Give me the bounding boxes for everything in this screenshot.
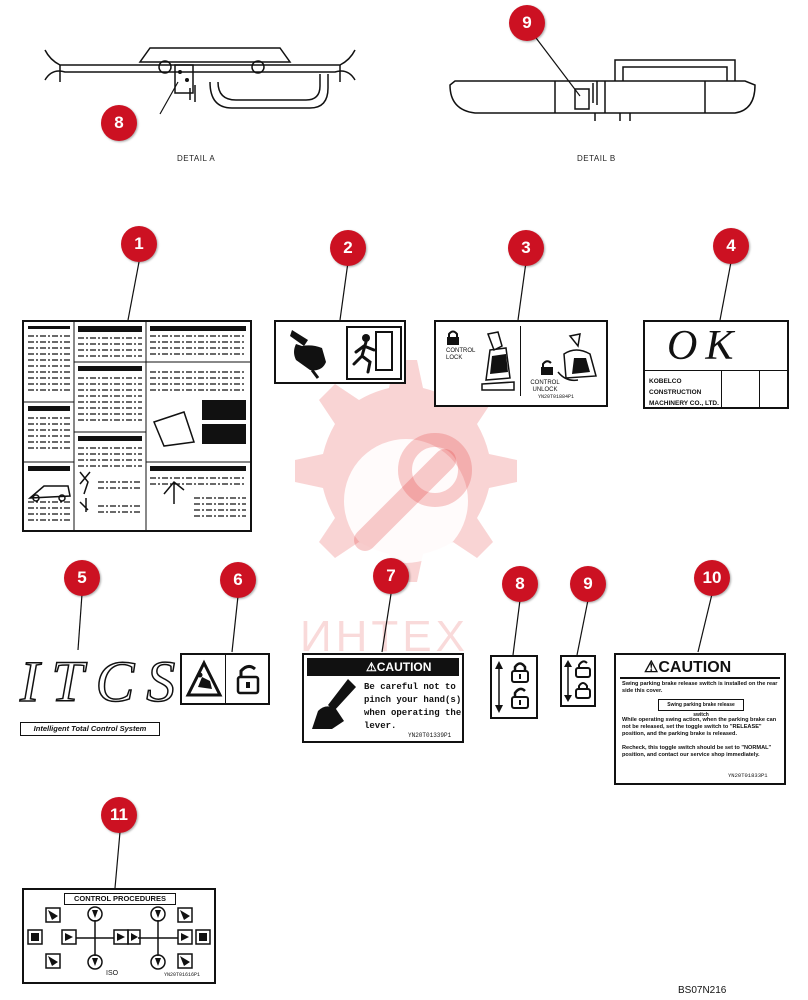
label-7-line-4: lever.: [364, 721, 397, 731]
detail-b-drawing: [449, 59, 756, 121]
control-pattern-diagram: [27, 906, 211, 970]
label-10-part-number: YN20T01833P1: [728, 772, 768, 779]
leader-9-detail-b: [529, 29, 581, 97]
lever-unlock-drawing: [557, 333, 597, 382]
exit-sign-frame: [346, 326, 402, 380]
label-2-exit-pictogram: [274, 320, 406, 384]
callout-9-detail-b: 9: [509, 5, 545, 41]
label-7-line-1: Be careful not to: [364, 682, 456, 692]
label-7-heading: ⚠CAUTION: [366, 660, 431, 674]
up-down-arrow-icon: [564, 660, 572, 702]
warning-triangle-icon: [185, 659, 223, 697]
lock-icon: [447, 330, 459, 345]
callout-6: 6: [220, 562, 256, 598]
label-6-divider: [225, 655, 226, 703]
label-10-heading-text: CAUTION: [658, 659, 732, 676]
unlock-icon: [511, 687, 529, 709]
control-unlock-text: CONTROL UNLOCK: [530, 380, 560, 393]
callout-2: 2: [330, 230, 366, 266]
unlock-icon: [236, 664, 260, 695]
label-3-divider: [520, 326, 521, 396]
callout-4: 4: [713, 228, 749, 264]
warning-triangle-icon: ⚠: [366, 660, 377, 674]
callout-10: 10: [694, 560, 730, 596]
label-10-heading: ⚠CAUTION: [644, 657, 731, 677]
label-10-caution-swing-brake: ⚠CAUTION Swing parking brake release swi…: [614, 653, 786, 785]
pinch-hand-icon: [312, 679, 356, 729]
watermark-gear-logo: [295, 360, 517, 582]
label-10-body-2: Recheck, this toggle switch should be se…: [622, 745, 772, 758]
label-1-content: [24, 322, 250, 530]
callout-5: 5: [64, 560, 100, 596]
label-3-control-lock: CONTROL LOCK CONTROL UNLOCK YN20T01884P1: [434, 320, 608, 407]
label-10-header-rule: [620, 677, 780, 679]
detail-a-drawing: [44, 47, 356, 115]
unlock-icon: [575, 660, 591, 678]
lever-lock-drawing: [481, 331, 515, 391]
label-10-inner-box: Swing parking brake release switch: [658, 699, 744, 718]
label-7-part-number: YN20T01339P1: [408, 732, 452, 739]
label-4-logo: OK: [667, 323, 742, 369]
label-6-hazard-decal: [180, 653, 270, 705]
label-4-divider-h: [645, 370, 787, 371]
label-9-lock-indicator: [560, 655, 596, 707]
figure-id: BS07N216: [678, 985, 727, 996]
callout-7: 7: [373, 558, 409, 594]
label-11-part-number: YN20T01616P1: [164, 972, 201, 978]
label-11-code: ISO: [106, 970, 119, 977]
label-3-part-number: YN20T01884P1: [538, 394, 575, 400]
lock-icon: [511, 662, 529, 683]
running-exit-icon: [352, 331, 393, 374]
label-4-divider-v2: [759, 370, 760, 407]
callout-1: 1: [121, 226, 157, 262]
label-10-intro: Swing parking brake release switch is in…: [622, 681, 778, 694]
callout-11: 11: [101, 797, 137, 833]
label-7-line-3: when operating the: [364, 708, 462, 718]
label-7-header: [307, 658, 459, 676]
watermark-text: ИНТЕХ: [300, 612, 469, 661]
label-4-kobelco-decal: OK KOBELCO CONSTRUCTION MACHINERY CO., L…: [643, 320, 789, 409]
label-8-lock-indicator: [490, 655, 538, 719]
label-1-warning-decal: [22, 320, 252, 532]
label-5-itcs-logo: ITCS: [19, 648, 188, 715]
callout-9: 9: [570, 566, 606, 602]
label-7-line-2: pinch your hand(s): [364, 695, 462, 705]
unlock-icon: [541, 360, 553, 375]
callout-3: 3: [508, 230, 544, 266]
label-11-control-procedures: CONTROL PROCEDURES ISO YN20T01616P1: [22, 888, 216, 984]
control-lock-text: CONTROL LOCK: [446, 348, 476, 361]
label-5-tagline: Intelligent Total Control System: [20, 722, 160, 736]
hand-lever-icon: [290, 330, 326, 379]
label-7-heading-text: CAUTION: [376, 660, 432, 674]
up-down-arrow-icon: [495, 661, 503, 713]
warning-triangle-icon: ⚠: [644, 659, 659, 676]
detail-a-label: DETAIL A: [177, 154, 216, 163]
label-4-divider-v: [721, 370, 722, 407]
label-4-company: KOBELCO CONSTRUCTION MACHINERY CO., LTD.: [649, 378, 719, 407]
callout-8: 8: [502, 566, 538, 602]
lock-icon: [575, 682, 591, 699]
callout-8-detail-a: 8: [101, 105, 137, 141]
label-11-heading: CONTROL PROCEDURES: [64, 893, 176, 905]
label-7-caution-pinch: ⚠CAUTION Be careful not to pinch your ha…: [302, 653, 464, 743]
detail-b-label: DETAIL B: [577, 154, 616, 163]
label-10-body-1: While operating swing action, when the p…: [622, 717, 777, 737]
